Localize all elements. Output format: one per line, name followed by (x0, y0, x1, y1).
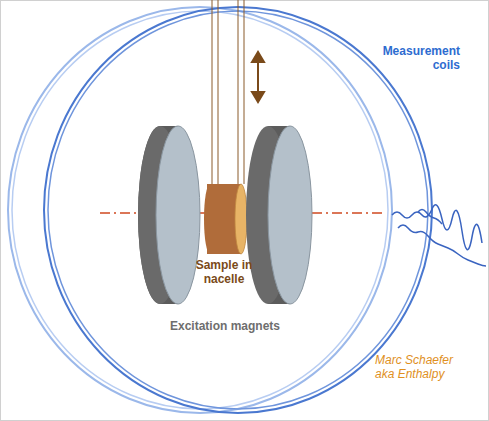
sample-label: Sample in nacelle (185, 258, 263, 286)
vibration-arrow (252, 52, 264, 102)
axis-line (312, 212, 382, 214)
author-credit: Marc Schaefer aka Enthalpy (375, 353, 465, 381)
magnet-face (156, 126, 200, 304)
magnet-face (268, 126, 312, 304)
coil-left-inner (12, 11, 388, 409)
coil-lead (398, 225, 486, 266)
coil-lead (418, 210, 442, 225)
magnet-label: Excitation magnets (125, 319, 325, 333)
coil-label: Measurement coils (360, 44, 460, 72)
coil-left (8, 7, 392, 413)
sample-face (235, 184, 247, 254)
nacelle-rods (212, 0, 244, 184)
